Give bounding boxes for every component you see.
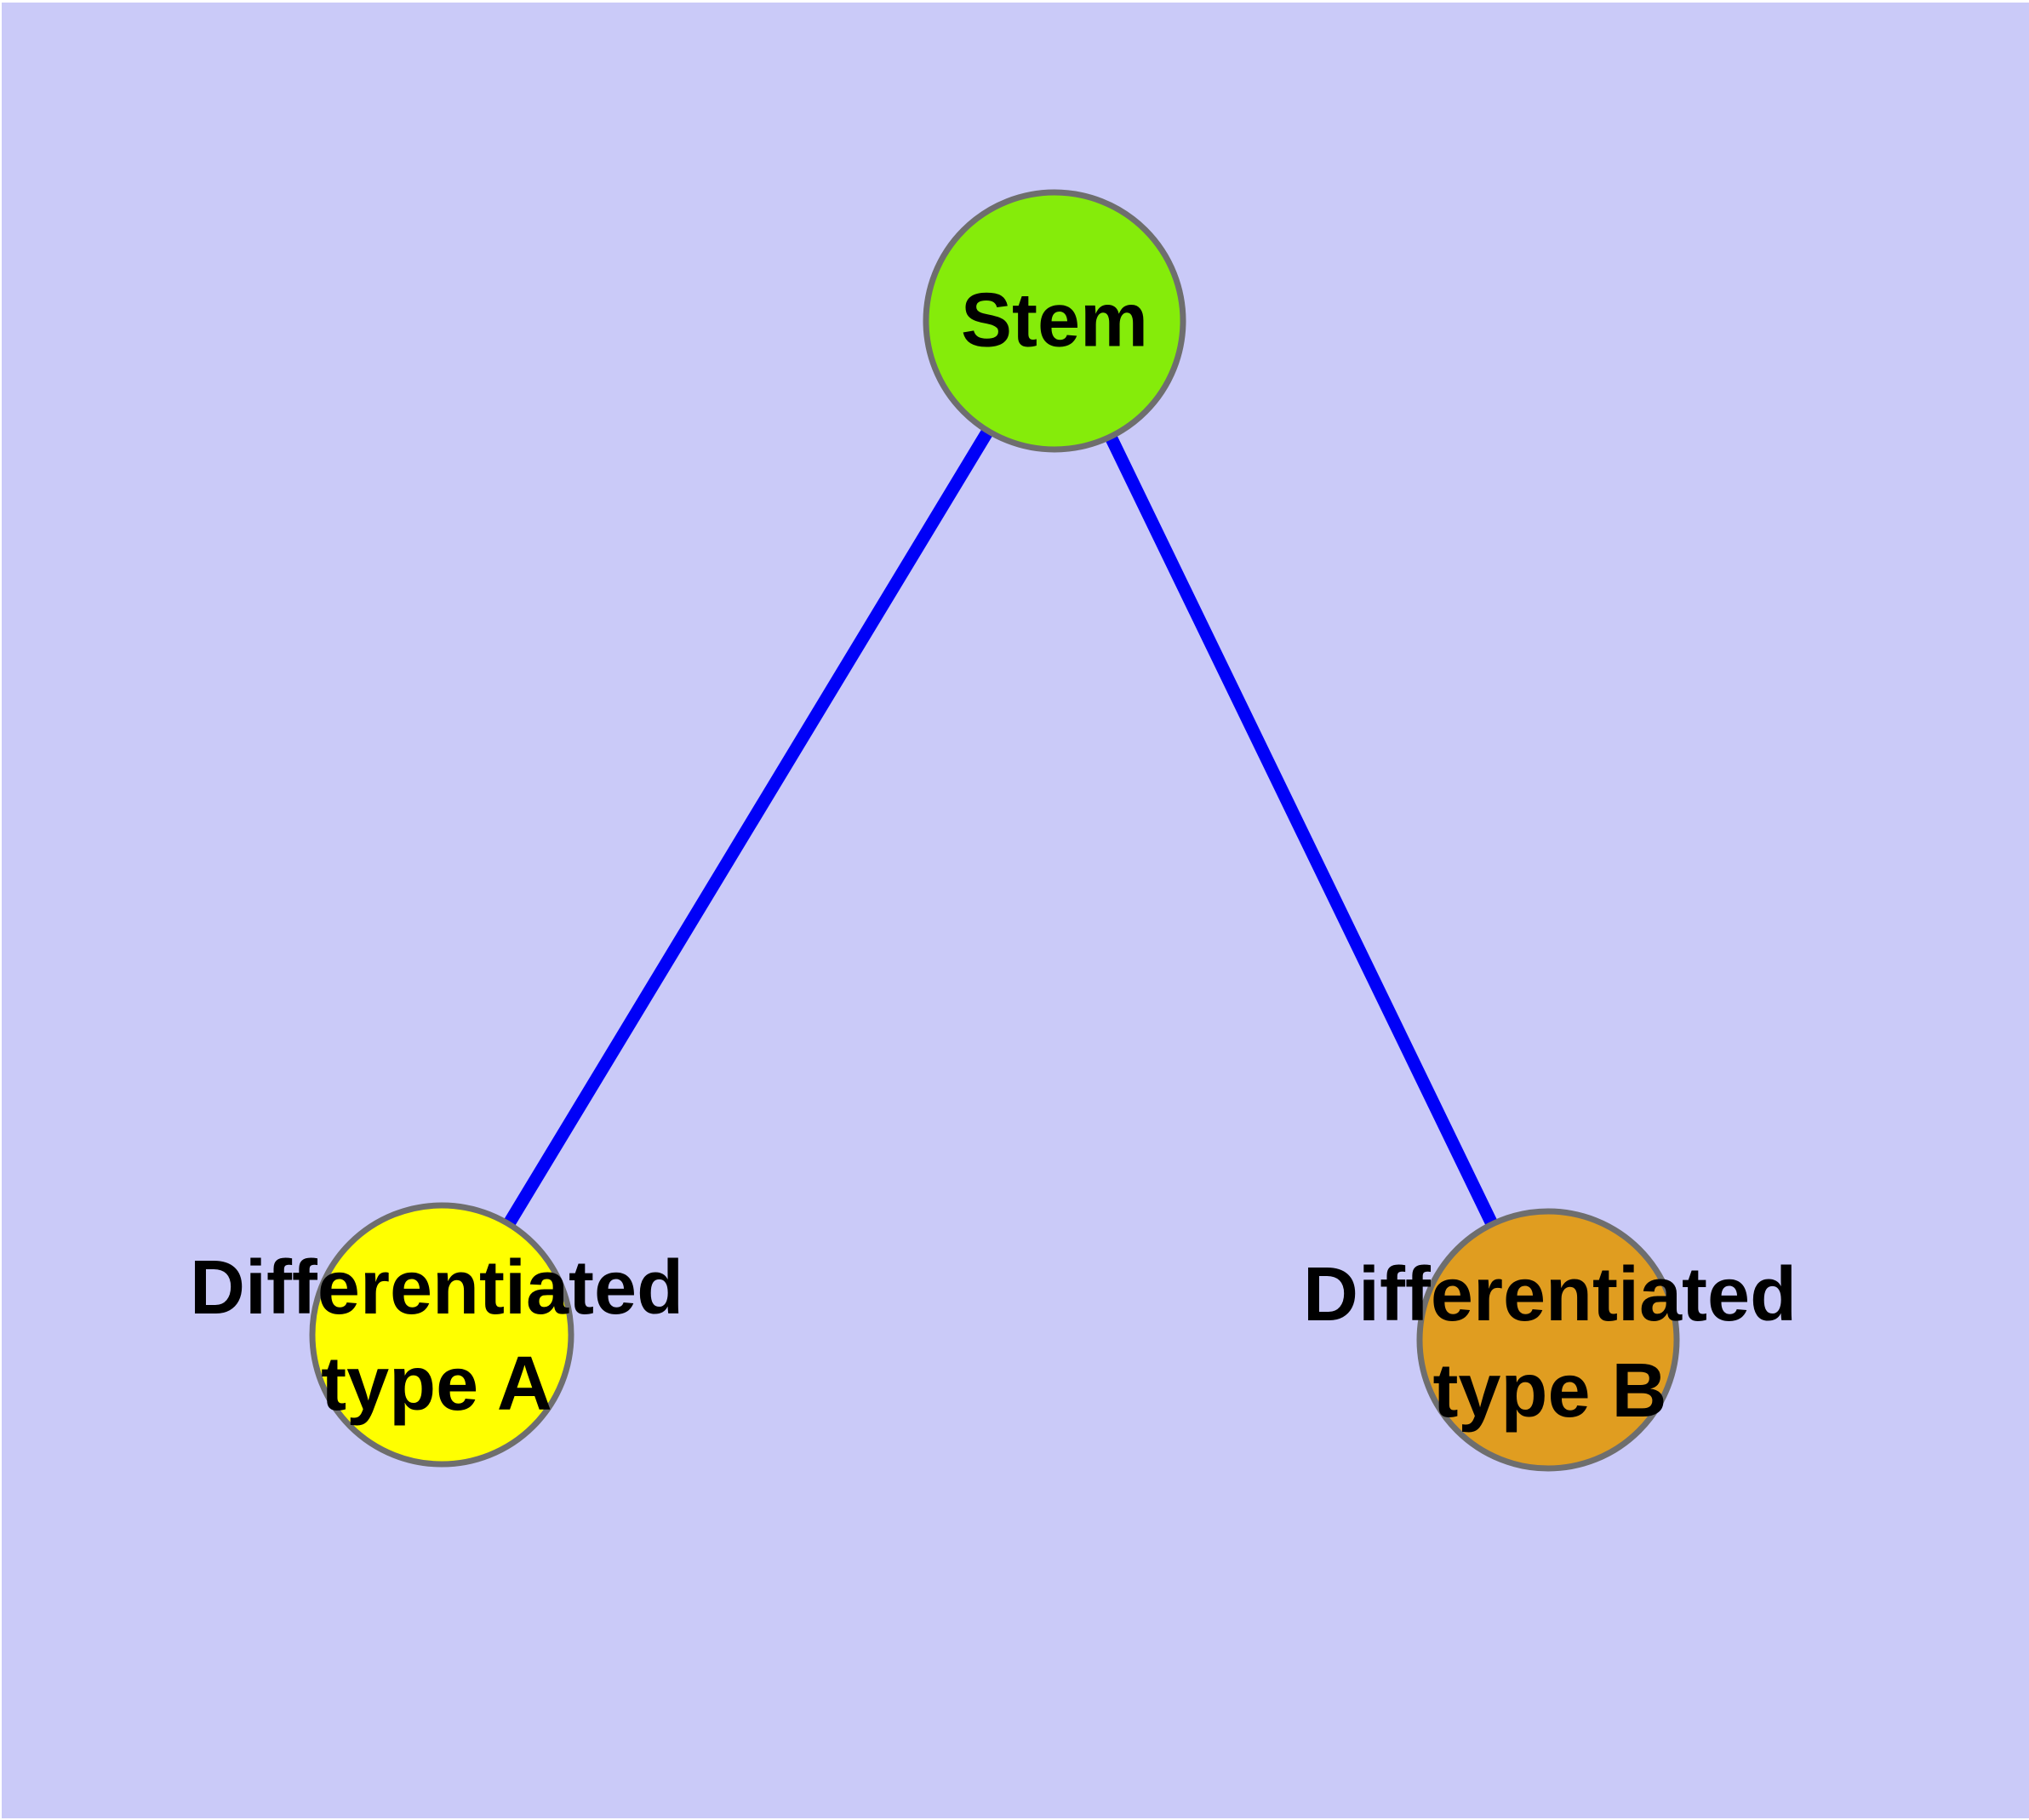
node-stem-circle [923,189,1186,453]
node-typeA-label: Differentiated type A [189,1245,684,1427]
node-typeB-label: Differentiated type B [1302,1252,1798,1434]
edge-stem-to-typeA [436,318,1060,1338]
node-typeB-circle [1416,1208,1680,1472]
edge-stem-to-typeB [1049,318,1554,1343]
node-stem-label: Stem [960,278,1149,363]
node-typeA-circle [309,1202,574,1468]
